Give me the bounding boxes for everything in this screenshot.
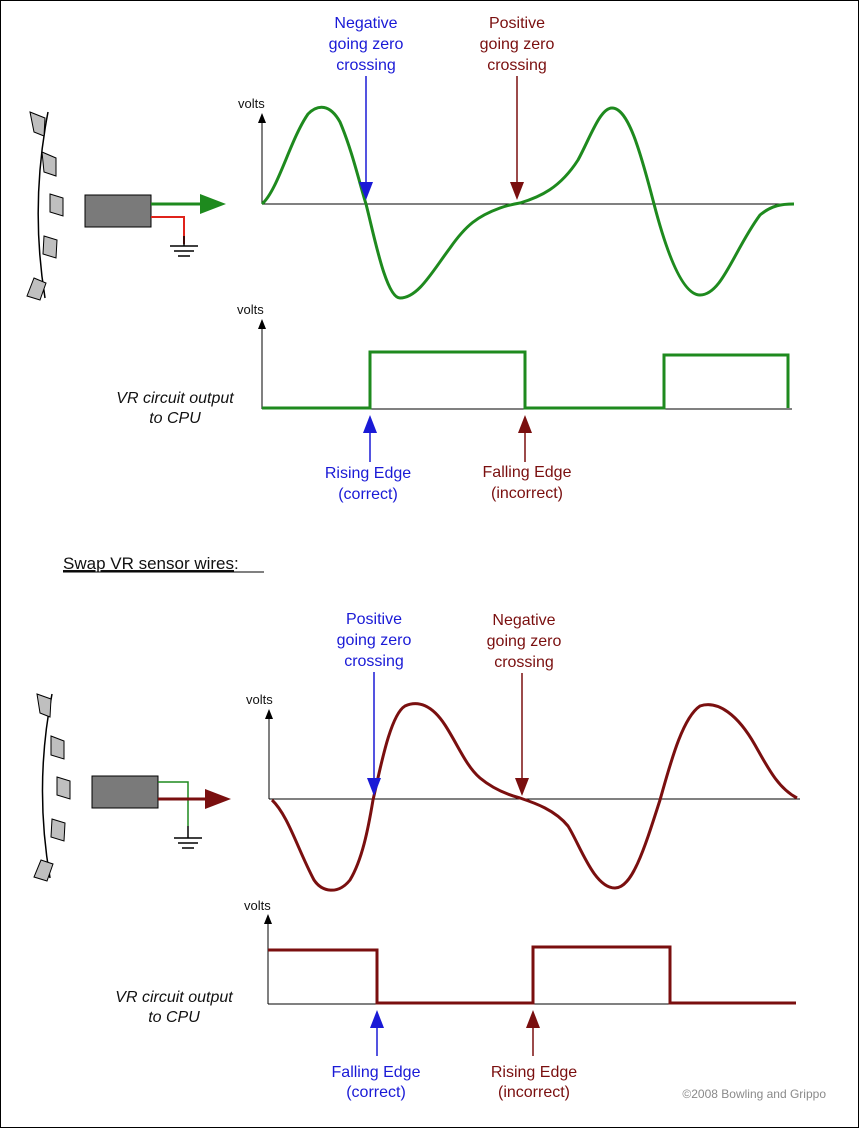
bottom-falling-edge-label: Falling Edge (correct) xyxy=(332,1064,421,1101)
top-negative-crossing-line1: Negative xyxy=(334,15,397,32)
arrow-up-icon xyxy=(518,415,532,462)
sensor-wire-red xyxy=(151,216,185,244)
top-negative-crossing-label: Negative going zero crossing xyxy=(329,15,404,74)
bottom-sine-wave xyxy=(270,702,798,892)
swap-caption: Swap VR sensor wires: xyxy=(63,554,239,573)
top-output-label: VR circuit output to CPU xyxy=(116,390,234,427)
arrow-down-icon xyxy=(359,76,373,200)
arrow-up-icon xyxy=(526,1010,540,1056)
sensor-wire-green xyxy=(158,781,189,826)
top-positive-crossing-line1: Positive xyxy=(489,15,545,32)
bottom-square-wave xyxy=(268,945,796,1005)
top-section: volts Negative going zero crossing Posit… xyxy=(26,15,795,503)
bottom-rising-edge-line1: Rising Edge xyxy=(491,1064,577,1081)
top-negative-crossing-line3: crossing xyxy=(336,57,396,74)
signal-arrow-icon xyxy=(205,789,231,809)
top-falling-edge-label: Falling Edge (incorrect) xyxy=(483,464,572,502)
swap-caption-text: Swap VR sensor wires xyxy=(63,554,234,573)
bottom-positive-crossing-line3: crossing xyxy=(344,653,404,670)
arrow-down-icon xyxy=(510,76,524,200)
top-rising-edge-label: Rising Edge (correct) xyxy=(325,465,411,503)
top-falling-edge-line2: (incorrect) xyxy=(491,485,563,502)
arrow-up-icon xyxy=(363,415,377,462)
arrow-down-icon xyxy=(515,673,529,796)
bottom-negative-crossing-line1: Negative xyxy=(492,612,555,629)
bottom-rising-edge-line2: (incorrect) xyxy=(498,1084,570,1101)
reluctor-wheel-icon xyxy=(26,111,64,301)
bottom-falling-edge-line1: Falling Edge xyxy=(332,1064,421,1081)
top-falling-edge-line1: Falling Edge xyxy=(483,464,572,481)
top-output-label-line1: VR circuit output xyxy=(116,390,234,407)
reluctor-wheel-icon xyxy=(33,693,71,882)
top-positive-crossing-line3: crossing xyxy=(487,57,547,74)
top-rising-edge-line1: Rising Edge xyxy=(325,465,411,482)
top-square-wave xyxy=(262,350,790,410)
bottom-section: volts Positive going zero crossing Negat… xyxy=(33,611,800,1101)
bottom-negative-crossing-line2: going zero xyxy=(487,633,562,650)
bottom-output-label-line2: to CPU xyxy=(148,1009,200,1026)
top-negative-crossing-line2: going zero xyxy=(329,36,404,53)
bottom-output-label-line1: VR circuit output xyxy=(115,989,233,1006)
bottom-sine-axis-label: volts xyxy=(246,692,273,707)
bottom-falling-edge-line2: (correct) xyxy=(346,1084,406,1101)
top-positive-crossing-label: Positive going zero crossing xyxy=(480,15,555,74)
copyright: ©2008 Bowling and Grippo xyxy=(682,1087,826,1101)
arrow-down-icon xyxy=(367,672,381,796)
top-rising-edge-line2: (correct) xyxy=(338,486,398,503)
bottom-square-axis-label: volts xyxy=(244,898,271,913)
vr-sensor-icon xyxy=(91,775,159,809)
bottom-rising-edge-label: Rising Edge (incorrect) xyxy=(491,1064,577,1101)
top-square-axis-label: volts xyxy=(237,302,264,317)
bottom-negative-crossing-line3: crossing xyxy=(494,654,554,671)
top-output-label-line2: to CPU xyxy=(149,410,201,427)
bottom-positive-crossing-line1: Positive xyxy=(346,611,402,628)
ground-icon xyxy=(170,236,198,257)
top-sine-wave xyxy=(260,105,795,300)
arrow-up-icon xyxy=(370,1010,384,1056)
bottom-positive-crossing-label: Positive going zero crossing xyxy=(337,611,412,670)
vr-sensor-icon xyxy=(84,194,152,228)
top-positive-crossing-line2: going zero xyxy=(480,36,555,53)
swap-caption-colon: : xyxy=(234,554,239,573)
bottom-output-label: VR circuit output to CPU xyxy=(115,989,233,1026)
bottom-positive-crossing-line2: going zero xyxy=(337,632,412,649)
top-sine-axis-label: volts xyxy=(238,96,265,111)
bottom-negative-crossing-label: Negative going zero crossing xyxy=(487,612,562,671)
ground-icon xyxy=(174,826,202,849)
signal-arrow-icon xyxy=(200,194,226,214)
